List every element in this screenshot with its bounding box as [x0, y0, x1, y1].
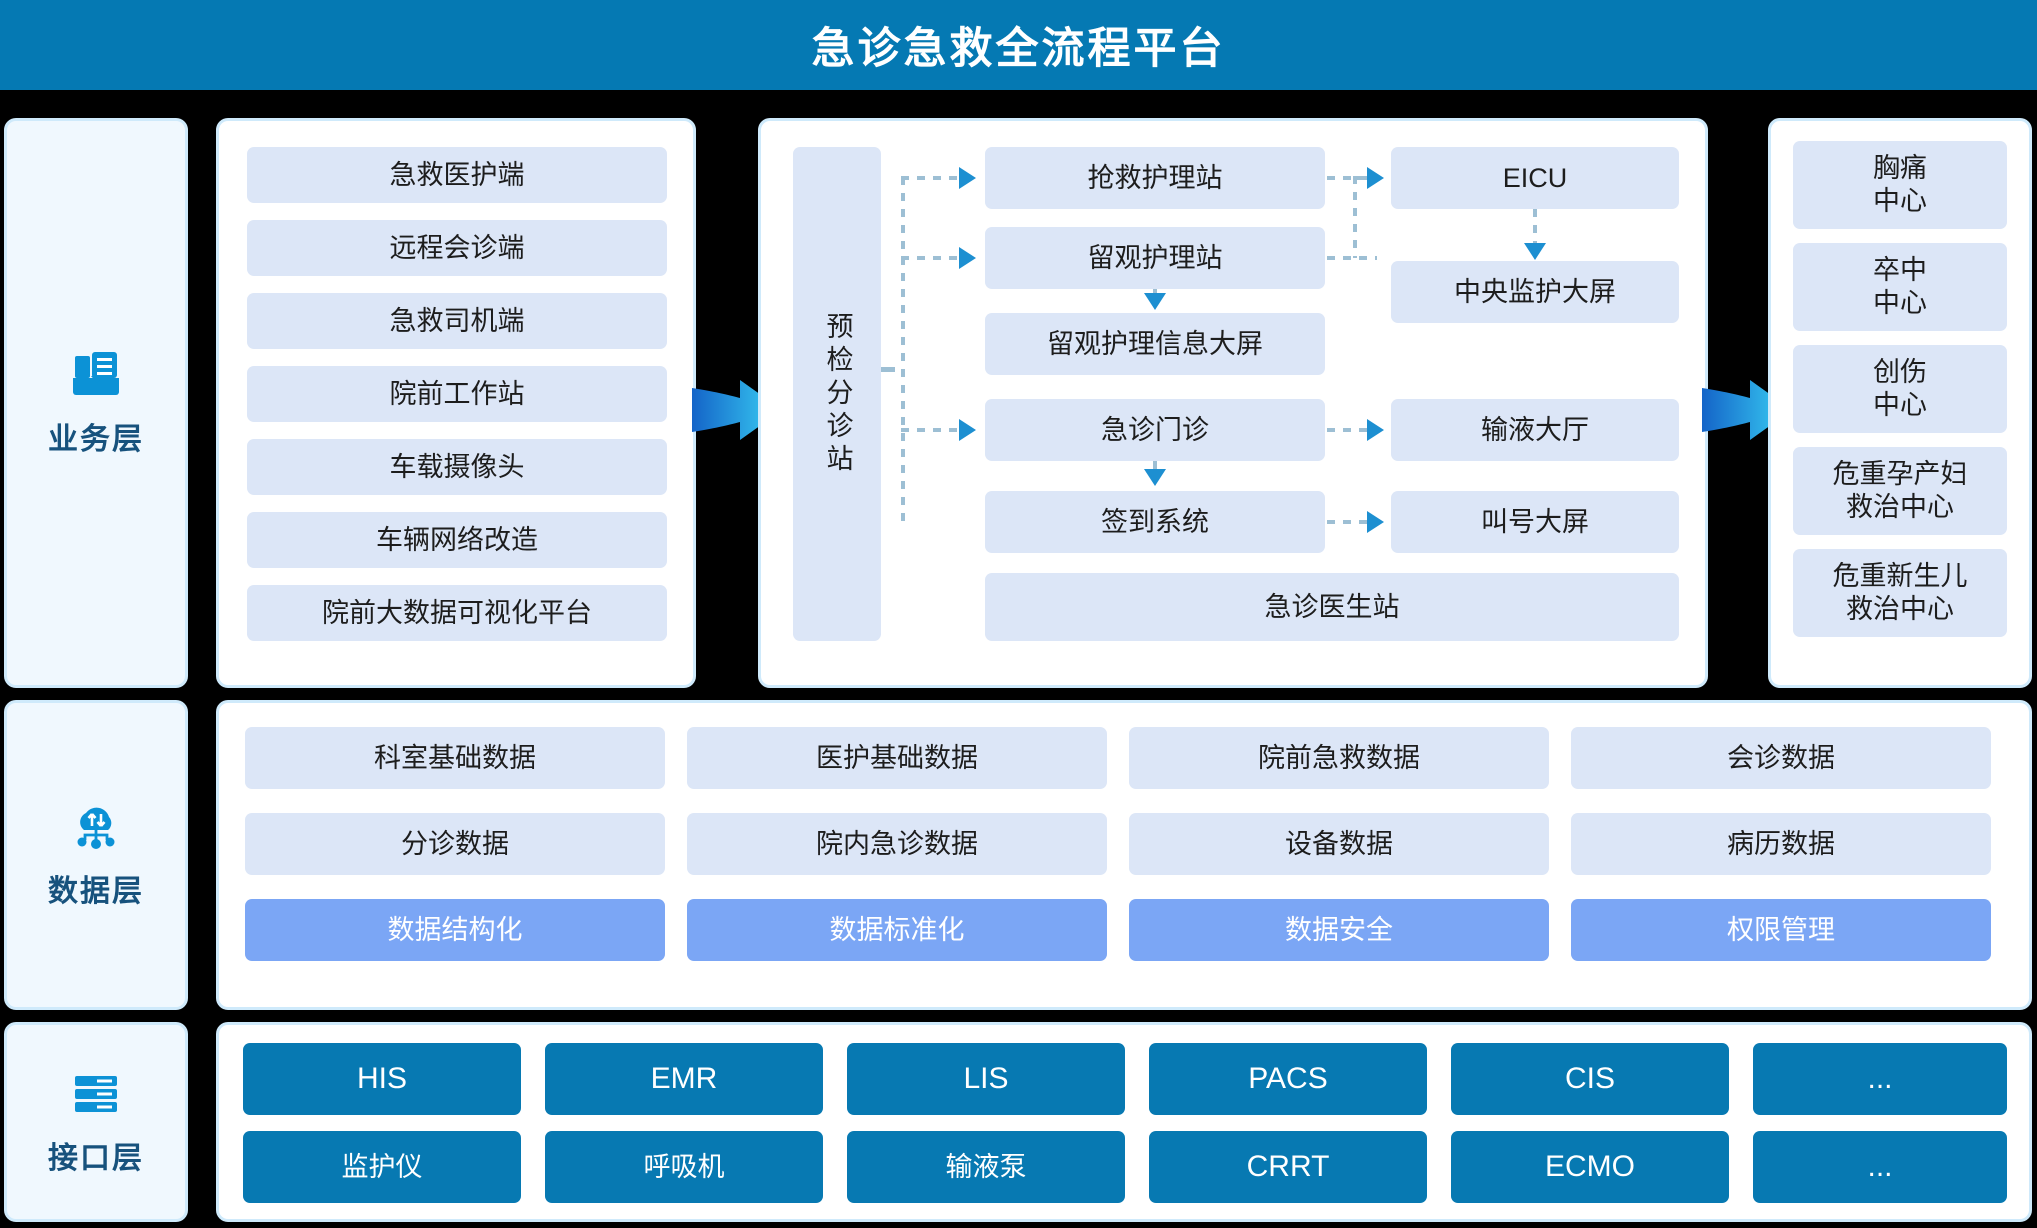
center-line-1: 创伤 [1873, 357, 1927, 388]
arrowhead-icon [1367, 511, 1384, 533]
data-chip[interactable]: 院前急救数据 [1129, 727, 1549, 789]
flow-box-central-monitor-screen[interactable]: 中央监护大屏 [1391, 261, 1679, 323]
flow-box-eicu[interactable]: EICU [1391, 147, 1679, 209]
page-title: 急诊急救全流程平台 [811, 25, 1226, 73]
connector-clinic-to-infusion [1327, 428, 1377, 432]
prehospital-item[interactable]: 车辆网络改造 [247, 512, 667, 568]
arrowhead-icon [959, 419, 976, 441]
flow-box-checkin-system[interactable]: 签到系统 [985, 491, 1325, 553]
arrowhead-icon [1144, 469, 1166, 486]
flow-box-resuscitation-nursing[interactable]: 抢救护理站 [985, 147, 1325, 209]
cloud-sync-icon [69, 800, 123, 854]
page-header: 急诊急救全流程平台 [0, 0, 2037, 90]
center-box-critical-maternal[interactable]: 危重孕产妇 救治中心 [1793, 447, 2007, 535]
layer-label-text: 接口层 [48, 1142, 144, 1175]
connector-clinic-to-checkin [1153, 461, 1157, 475]
data-chip-accent[interactable]: 权限管理 [1571, 899, 1991, 961]
layer-label-text: 业务层 [48, 423, 144, 456]
connector-resuscitation-to-eicu [1327, 176, 1377, 180]
data-chip-accent[interactable]: 数据安全 [1129, 899, 1549, 961]
data-layer-panel: 科室基础数据 医护基础数据 院前急救数据 会诊数据 分诊数据 院内急诊数据 设备… [216, 700, 2032, 1010]
interface-chip-emr[interactable]: EMR [545, 1043, 823, 1115]
connector-checkin-to-queue [1327, 520, 1377, 524]
prehospital-item[interactable]: 院前工作站 [247, 366, 667, 422]
interface-chip-more[interactable]: ... [1753, 1043, 2007, 1115]
prehospital-item[interactable]: 急救医护端 [247, 147, 667, 203]
center-box-stroke[interactable]: 卒中 中心 [1793, 243, 2007, 331]
data-chip-accent[interactable]: 数据标准化 [687, 899, 1107, 961]
center-line-1: 胸痛 [1873, 153, 1927, 184]
flow-box-observation-nursing[interactable]: 留观护理站 [985, 227, 1325, 289]
center-line-2: 中心 [1873, 288, 1927, 318]
flow-box-emergency-doctor-station[interactable]: 急诊医生站 [985, 573, 1679, 641]
data-chip[interactable]: 分诊数据 [245, 813, 665, 875]
arrowhead-icon [1367, 419, 1384, 441]
interface-chip-more[interactable]: ... [1753, 1131, 2007, 1203]
center-box-trauma[interactable]: 创伤 中心 [1793, 345, 2007, 433]
center-box-chest-pain[interactable]: 胸痛 中心 [1793, 141, 2007, 229]
connector-merge-vertical-eicu [1353, 176, 1357, 258]
prehospital-item[interactable]: 院前大数据可视化平台 [247, 585, 667, 641]
center-line-2: 中心 [1873, 186, 1927, 216]
center-line-1: 危重新生儿 [1832, 561, 1968, 592]
interface-chip-ventilator[interactable]: 呼吸机 [545, 1131, 823, 1203]
data-chip[interactable]: 医护基础数据 [687, 727, 1107, 789]
data-chip-accent[interactable]: 数据结构化 [245, 899, 665, 961]
center-box-critical-neonatal[interactable]: 危重新生儿 救治中心 [1793, 549, 2007, 637]
connector-triage-to-clinic [901, 428, 959, 432]
center-line-2: 救治中心 [1846, 594, 1954, 624]
arrowhead-icon [959, 167, 976, 189]
prehospital-item[interactable]: 远程会诊端 [247, 220, 667, 276]
flow-box-queue-screen[interactable]: 叫号大屏 [1391, 491, 1679, 553]
layer-card-business[interactable]: 业务层 [4, 118, 188, 688]
flow-box-emergency-clinic[interactable]: 急诊门诊 [985, 399, 1325, 461]
prehospital-panel: 急救医护端 远程会诊端 急救司机端 院前工作站 车载摄像头 车辆网络改造 院前大… [216, 118, 696, 688]
interface-chip-ecmo[interactable]: ECMO [1451, 1131, 1729, 1203]
interface-chip-his[interactable]: HIS [243, 1043, 521, 1115]
inhospital-flow-panel: 预检分诊站 抢救护理站 留观护理站 留观护理信息大屏 急诊门诊 签到系统 EIC… [758, 118, 1708, 688]
data-chip[interactable]: 病历数据 [1571, 813, 1991, 875]
data-chip[interactable]: 会诊数据 [1571, 727, 1991, 789]
interface-layer-panel: HIS EMR LIS PACS CIS ... 监护仪 呼吸机 输液泵 CRR… [216, 1022, 2032, 1222]
center-line-1: 卒中 [1873, 255, 1927, 286]
interface-chip-crrt[interactable]: CRRT [1149, 1131, 1427, 1203]
interface-chip-lis[interactable]: LIS [847, 1043, 1125, 1115]
connector-triage-to-resuscitation [901, 176, 959, 180]
data-chip[interactable]: 院内急诊数据 [687, 813, 1107, 875]
centers-panel: 胸痛 中心 卒中 中心 创伤 中心 危重孕产妇 救治中心 危重新生儿 救治中心 [1768, 118, 2032, 688]
interface-chip-cis[interactable]: CIS [1451, 1043, 1729, 1115]
connector-triage-to-observation [901, 256, 959, 260]
layer-card-interface[interactable]: 接口层 [4, 1022, 188, 1222]
layer-card-data[interactable]: 数据层 [4, 700, 188, 1010]
flow-box-observation-screen[interactable]: 留观护理信息大屏 [985, 313, 1325, 375]
layer-label-text: 数据层 [48, 875, 144, 908]
connector-eicu-to-monitor [1533, 209, 1537, 249]
arrowhead-icon [1524, 243, 1546, 260]
data-chip[interactable]: 设备数据 [1129, 813, 1549, 875]
center-line-1: 危重孕产妇 [1832, 459, 1968, 490]
inbox-document-icon [69, 348, 123, 402]
arrowhead-icon [1144, 293, 1166, 310]
prehospital-item[interactable]: 车载摄像头 [247, 439, 667, 495]
connector-trunk-vertical [901, 177, 905, 523]
arrowhead-icon [1367, 167, 1384, 189]
interface-chip-pacs[interactable]: PACS [1149, 1043, 1427, 1115]
interface-chip-monitor[interactable]: 监护仪 [243, 1131, 521, 1203]
center-line-2: 中心 [1873, 390, 1927, 420]
data-chip[interactable]: 科室基础数据 [245, 727, 665, 789]
server-rack-icon [69, 1067, 123, 1121]
triage-station-box[interactable]: 预检分诊站 [793, 147, 881, 641]
connector-observation-to-eicu [1327, 256, 1377, 260]
interface-chip-infusion-pump[interactable]: 输液泵 [847, 1131, 1125, 1203]
prehospital-item[interactable]: 急救司机端 [247, 293, 667, 349]
center-line-2: 救治中心 [1846, 492, 1954, 522]
arrowhead-icon [959, 247, 976, 269]
connector-triage-stub [881, 367, 895, 372]
flow-box-infusion-hall[interactable]: 输液大厅 [1391, 399, 1679, 461]
